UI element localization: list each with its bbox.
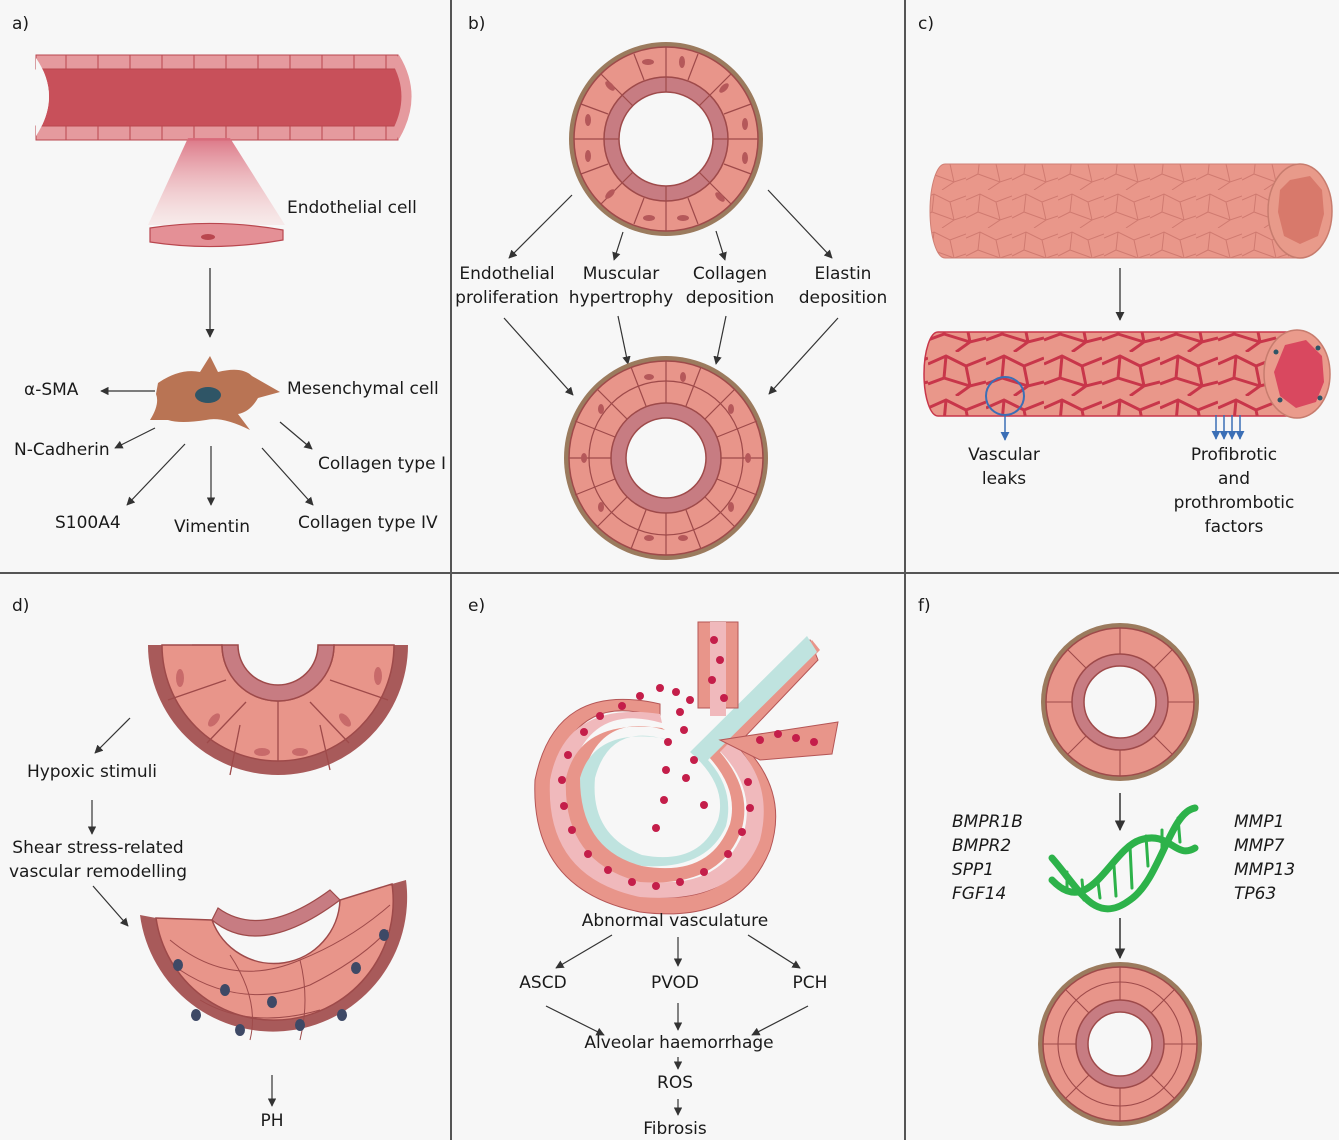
vessel-cross-section-remodelled — [564, 356, 768, 560]
hypoxic-stimuli-label: Hypoxic stimuli — [27, 762, 157, 782]
panel-f-label: f) — [918, 596, 931, 616]
vessel-cross-section-normal — [569, 42, 763, 236]
profibrotic-factors-label: Profibrotic and prothrombotic factors — [1174, 443, 1295, 539]
ros-label: ROS — [657, 1073, 693, 1093]
shear-stress-label: Shear stress-related vascular remodellin… — [9, 836, 187, 884]
abnormal-vasculature-label: Abnormal vasculature — [582, 911, 769, 931]
ph-label: PH — [260, 1111, 283, 1131]
gene-spp1: SPP1 — [952, 860, 994, 880]
panel-a-label: a) — [12, 14, 29, 34]
gene-fgf14: FGF14 — [952, 884, 1006, 904]
fibrosis-label: Fibrosis — [643, 1119, 707, 1139]
endothelial-cell-shape — [150, 223, 283, 246]
gene-bmpr2: BMPR2 — [952, 836, 1011, 856]
gene-mmp1: MMP1 — [1234, 812, 1284, 832]
pch-label: PCH — [793, 973, 828, 993]
process-muscular-hypertrophy: Muscular hypertrophy — [569, 262, 673, 310]
endothelial-cell-label: Endothelial cell — [287, 198, 417, 218]
mesenchymal-cell-label: Mesenchymal cell — [287, 379, 439, 399]
marker-collagen-type-iv: Collagen type IV — [298, 513, 438, 533]
marker-n-cadherin: N-Cadherin — [14, 440, 110, 460]
process-elastin-deposition: Elastin deposition — [799, 262, 888, 310]
marker-alpha-sma: α-SMA — [24, 380, 78, 400]
alveolus-haemorrhage — [535, 622, 838, 914]
marker-vimentin: Vimentin — [174, 517, 250, 537]
panel-a-vessel — [36, 55, 408, 140]
alveolar-haemorrhage-label: Alveolar haemorrhage — [584, 1033, 773, 1053]
ascd-label: ASCD — [519, 973, 566, 993]
mesenchymal-cell-shape — [150, 356, 280, 430]
gene-mmp13: MMP13 — [1234, 860, 1295, 880]
vascular-leaks-label: Vascular leaks — [968, 443, 1040, 491]
vessel-leaky-long — [924, 330, 1330, 418]
gene-mmp7: MMP7 — [1234, 836, 1284, 856]
zoom-cone — [148, 138, 285, 225]
marker-s100a4: S100A4 — [55, 513, 121, 533]
panel-d-label: d) — [12, 596, 29, 616]
vessel-half-remodelled — [140, 880, 407, 1040]
vessel-small-remodelled — [1038, 962, 1202, 1126]
pvod-label: PVOD — [651, 973, 699, 993]
panel-e-label: e) — [468, 596, 485, 616]
vessel-normal-long — [930, 164, 1332, 258]
process-endothelial-proliferation: Endothelial proliferation — [455, 262, 559, 310]
process-collagen-deposition: Collagen deposition — [686, 262, 775, 310]
vessel-small-normal — [1041, 623, 1199, 781]
panel-c-label: c) — [918, 14, 934, 34]
gene-tp63: TP63 — [1234, 884, 1276, 904]
panel-b-label: b) — [468, 14, 485, 34]
gene-bmpr1b: BMPR1B — [952, 812, 1023, 832]
vessel-half-normal — [148, 645, 408, 775]
dna-icon — [1052, 808, 1195, 909]
marker-collagen-type-i: Collagen type I — [318, 454, 446, 474]
factors-arrows — [1216, 415, 1240, 439]
